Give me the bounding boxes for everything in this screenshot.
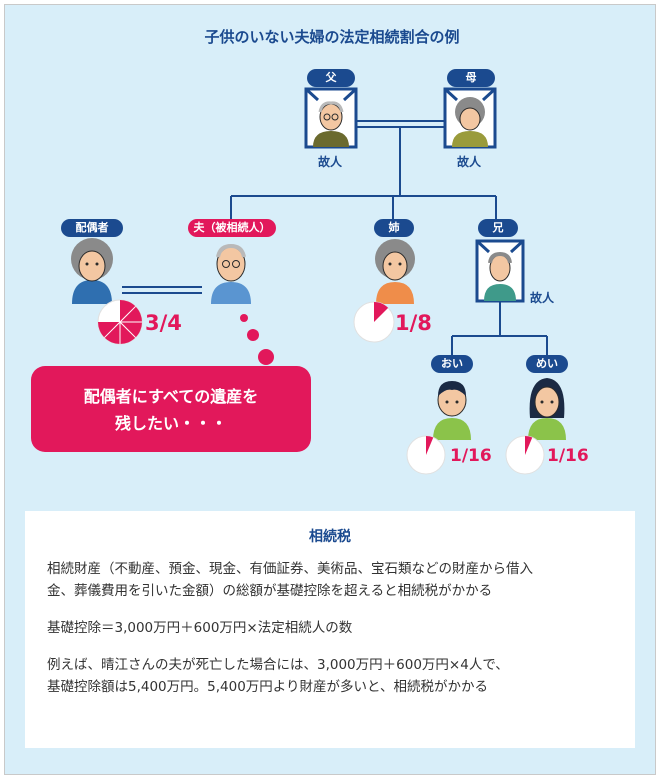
thought-dot	[247, 329, 259, 341]
husband-figure	[211, 243, 251, 304]
wish-speech-bubble: 配偶者にすべての遺産を 残したい・・・	[31, 366, 311, 452]
niece-share-slice	[525, 436, 533, 455]
spouse-share: 3/4	[145, 311, 182, 335]
spouse-share-divider	[119, 321, 136, 338]
info-paragraph-3-line-2: 基礎控除額は5,400万円。5,400万円より財産が多いと、相続税がかかる	[47, 679, 488, 695]
mother-portrait	[443, 87, 497, 149]
spouse-figure	[71, 238, 113, 304]
info-paragraph-3-line-1: 例えば、晴江さんの夫が死亡した場合には、3,000万円＋600万円×4人で、	[47, 657, 509, 673]
brother-label: 兄	[478, 219, 518, 237]
bubble-line-1: 配偶者にすべての遺産を	[83, 387, 259, 406]
bubble-line-2: 残したい・・・	[114, 414, 227, 433]
info-paragraph-2: 基礎控除＝3,000万円＋600万円×法定相続人の数	[47, 620, 353, 636]
sister-label: 姉	[374, 219, 414, 237]
niece-label: めい	[526, 355, 568, 373]
thought-dot	[240, 314, 248, 322]
spouse-share-divider	[119, 306, 136, 323]
brother-status: 故人	[530, 291, 555, 305]
info-paragraph-1-line-2: 金、葬儀費用を引いた金額）の総額が基礎控除を超えると相続税がかかる	[47, 583, 493, 599]
husband-label: 夫（被相続人）	[188, 219, 276, 237]
thought-dot	[258, 349, 274, 365]
diagram-title: 子供のいない夫婦の法定相続割合の例	[204, 28, 460, 46]
sister-share: 1/8	[395, 311, 432, 335]
info-paragraph-1-line-1: 相続財産（不動産、預金、現金、有価証券、美術品、宝石類などの財産から借入	[47, 561, 533, 577]
father-portrait	[304, 87, 358, 149]
mother-status: 故人	[457, 155, 482, 169]
info-title: 相続税	[309, 529, 351, 545]
mother-label: 母	[447, 69, 495, 87]
niece-figure	[528, 378, 566, 440]
info-paragraph-3: 例えば、晴江さんの夫が死亡した場合には、3,000万円＋600万円×4人で、 基…	[47, 654, 613, 698]
father-status: 故人	[318, 155, 343, 169]
brother-portrait	[475, 239, 525, 303]
niece-share: 1/16	[547, 446, 589, 466]
father-label: 父	[307, 69, 355, 87]
info-paragraph-1: 相続財産（不動産、預金、現金、有価証券、美術品、宝石類などの財産から借入 金、葬…	[47, 558, 613, 602]
sister-figure	[375, 239, 415, 304]
sister-share-slice	[374, 302, 389, 322]
spouse-label: 配偶者	[61, 219, 123, 237]
nephew-share: 1/16	[450, 446, 492, 466]
nephew-label: おい	[431, 355, 473, 373]
spouse-share-divider	[104, 321, 121, 338]
nephew-share-slice	[426, 436, 434, 455]
inheritance-tax-info-box: 相続税 相続財産（不動産、預金、現金、有価証券、美術品、宝石類などの財産から借入…	[25, 511, 635, 748]
nephew-figure	[433, 381, 471, 440]
